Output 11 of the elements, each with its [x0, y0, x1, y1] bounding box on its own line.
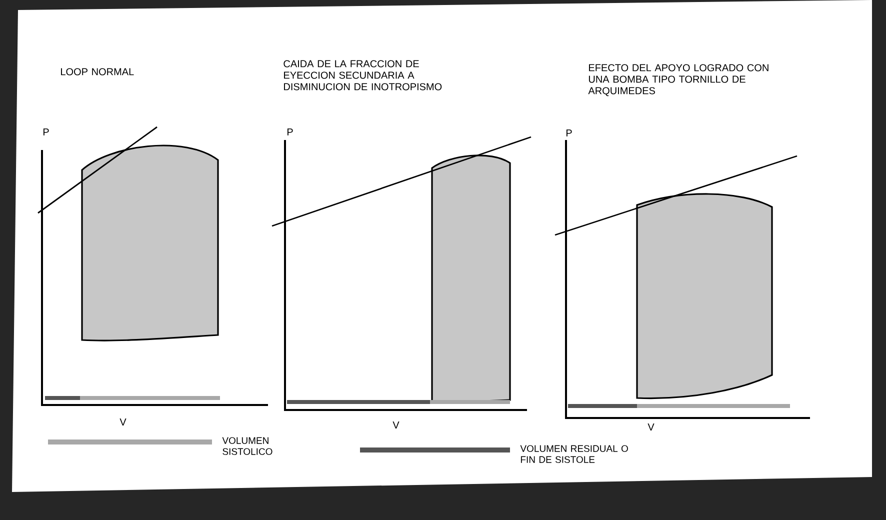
heading: EFECTO DEL APOYO LOGRADO CON UNA BOMBA TIPO TORNILLO DE ARQUIMEDES: [588, 64, 768, 96]
legend-text: VOLUMEN SISTOLICO: [222, 437, 272, 455]
legend-text: VOLUMEN RESIDUAL O FIN DE SISTOLE: [520, 445, 628, 463]
heading: LOOP NORMAL: [61, 68, 134, 76]
axis-label: P: [43, 128, 49, 136]
axis-label: P: [287, 128, 293, 136]
axis-label: V: [648, 424, 654, 430]
heading: CAIDA DE LA FRACCION DE EYECCION SECUNDARIA A DISMINUCION DE INOTROPISMO: [284, 60, 442, 90]
axis-label: V: [120, 418, 126, 426]
axis-label: P: [566, 130, 572, 136]
axis-label: V: [392, 422, 400, 428]
